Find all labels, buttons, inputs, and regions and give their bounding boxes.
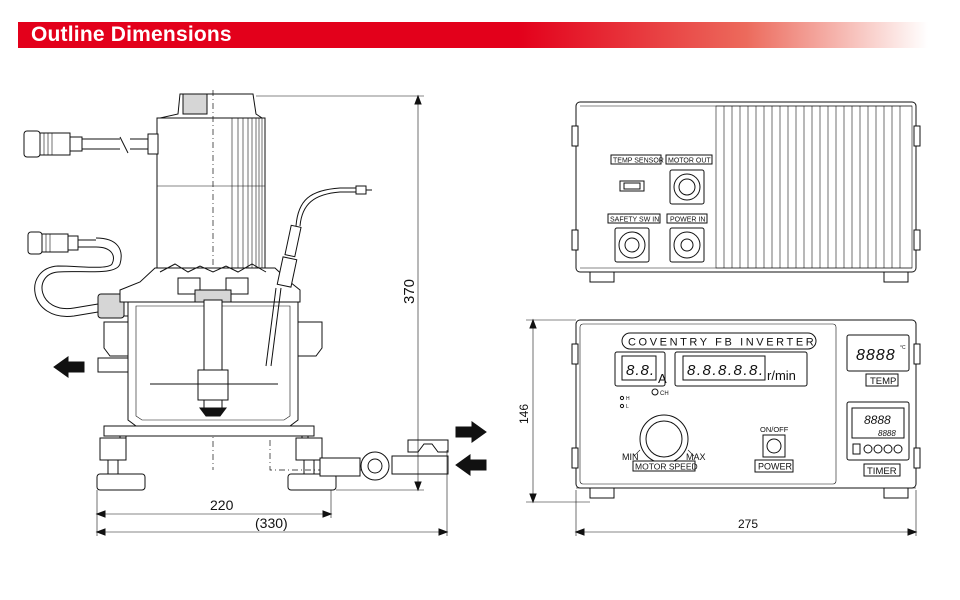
temp-label: TEMP [870, 376, 896, 387]
motor-shading [231, 118, 263, 268]
timer-display-1: 8888 [864, 413, 891, 427]
temperature-probe [265, 185, 372, 367]
knob-max-label: MAX [686, 452, 706, 462]
outlet-pipe [391, 455, 449, 475]
temp-sensor-connector [619, 180, 645, 192]
rpm-unit: r/min [767, 368, 796, 383]
front-foot-right [883, 487, 909, 499]
page-title: Outline Dimensions [31, 23, 232, 46]
inlet-tube [97, 357, 129, 373]
brand-label: COVENTRY FB INVERTER [628, 337, 816, 349]
power-in-label: POWER IN [670, 217, 705, 224]
motor-cap-shade [182, 93, 208, 115]
indicator-2-label: L [626, 404, 629, 410]
rear-foot-right [883, 271, 909, 283]
left-arrow-icon [53, 356, 85, 378]
power-label: POWER [758, 462, 793, 472]
timer-display-2: 8888 [878, 429, 896, 438]
amp-unit: A [658, 371, 667, 386]
inverter-rear-view: TEMP SENSOR MOTOR OUT SAFETY SW IN POWER… [571, 101, 921, 283]
inverter-front-view: COVENTRY FB INVERTER 8.8. A 8.8.8.8.8. r… [571, 319, 921, 499]
rear-foot-left [589, 271, 615, 283]
timer-buttons[interactable] [852, 443, 903, 455]
connector-plug-icon [23, 130, 159, 158]
temp-controller [846, 334, 910, 372]
dimension-label-330: (330) [255, 515, 288, 531]
indicator-1-label: H [626, 396, 630, 402]
stirrer-side-view [23, 90, 449, 491]
timer-label: TIMER [867, 466, 897, 477]
outlet-clamp [407, 439, 449, 453]
cable-loop [27, 231, 139, 319]
impeller-blade [199, 407, 227, 417]
onoff-label: ON/OFF [760, 425, 789, 434]
motor-body [156, 117, 266, 269]
safety-sw-in-connector [614, 227, 650, 263]
impeller-hub [197, 369, 229, 401]
rear-chassis [575, 101, 917, 273]
rpm-display: 8.8.8.8.8. [687, 362, 765, 379]
right-foot-block [295, 437, 323, 461]
dimension-330: (330) [95, 450, 449, 536]
dimension-label-220: 220 [210, 497, 234, 513]
amp-display: 8.8. [626, 362, 655, 379]
dimension-220: 220 [95, 490, 333, 536]
right-foot [287, 473, 337, 491]
dimension-370: 370 [256, 94, 424, 492]
left-foot [96, 473, 146, 491]
clamp-left [103, 321, 129, 357]
right-arrow-icon [455, 421, 487, 443]
motor-out-connector [669, 169, 705, 205]
power-in-connector [669, 227, 705, 263]
dimension-275: 275 [574, 490, 918, 536]
dimension-146: 146 [517, 318, 590, 504]
dimension-label-275: 275 [738, 517, 758, 531]
temp-sensor-label: TEMP SENSOR [613, 158, 664, 165]
front-foot-left [589, 487, 615, 499]
ch-label: CH [660, 391, 669, 397]
outlet-tube [319, 457, 361, 477]
heat-sink-fins [715, 105, 913, 269]
dimension-label-370: 370 [401, 279, 418, 304]
temp-unit: °C [900, 345, 906, 351]
base-plate [103, 425, 315, 437]
title-banner: Outline Dimensions [18, 22, 928, 48]
safety-sw-in-label: SAFETY SW IN [610, 217, 659, 224]
dimension-label-146: 146 [517, 404, 531, 424]
motor-out-label: MOTOR OUT [668, 158, 711, 165]
knob-label: MOTOR SPEED [635, 462, 698, 472]
temp-display: 8888 [856, 347, 896, 364]
left-foot-block [99, 437, 127, 461]
knob-min-label: MIN [622, 452, 639, 462]
ch-button[interactable] [651, 388, 659, 396]
left-arrow-icon [455, 454, 487, 476]
clamp-right [297, 321, 323, 357]
